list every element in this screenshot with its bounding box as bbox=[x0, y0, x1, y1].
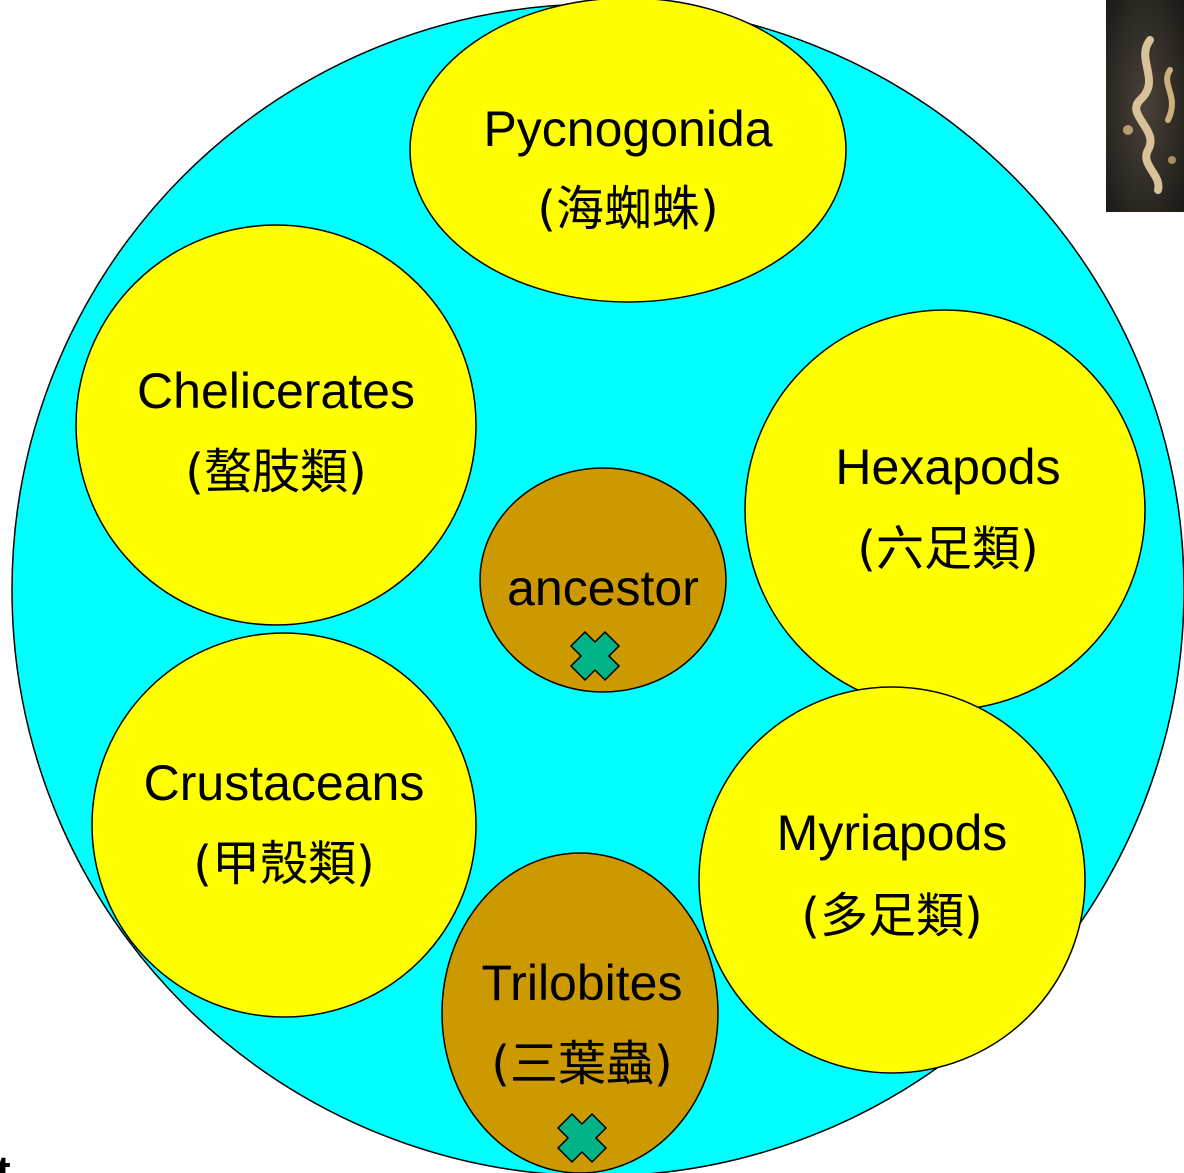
crustaceans-label: Crustaceans bbox=[144, 755, 425, 811]
chelicerates-chinese: (螯肢類) bbox=[185, 444, 366, 500]
hexapods-chinese: (六足類) bbox=[857, 521, 1038, 577]
fossil-photo bbox=[1106, 0, 1184, 212]
group-myriapods: Myriapods (多足類) bbox=[699, 687, 1085, 1073]
ancestor-label: ancestor bbox=[507, 560, 699, 616]
group-chelicerates: Chelicerates (螯肢類) bbox=[76, 225, 476, 625]
corner-fragment-text: t bbox=[0, 1147, 11, 1173]
group-pycnogonida: Pycnogonida (海蜘蛛) bbox=[410, 0, 846, 302]
pycnogonida-chinese: (海蜘蛛) bbox=[537, 181, 718, 237]
pycnogonida-label: Pycnogonida bbox=[483, 101, 772, 157]
myriapods-label: Myriapods bbox=[777, 805, 1008, 861]
group-trilobites: Trilobites (三葉蟲) bbox=[442, 853, 718, 1173]
trilobites-chinese: (三葉蟲) bbox=[491, 1036, 672, 1092]
chelicerates-label: Chelicerates bbox=[137, 363, 415, 419]
group-ancestor: ancestor bbox=[480, 468, 726, 692]
crustaceans-chinese: (甲殼類) bbox=[193, 836, 374, 892]
group-hexapods: Hexapods (六足類) bbox=[745, 310, 1145, 710]
trilobites-label: Trilobites bbox=[482, 955, 683, 1011]
myriapods-chinese: (多足類) bbox=[801, 888, 982, 944]
hexapods-label: Hexapods bbox=[835, 439, 1060, 495]
group-crustaceans: Crustaceans (甲殼類) bbox=[92, 633, 476, 1017]
